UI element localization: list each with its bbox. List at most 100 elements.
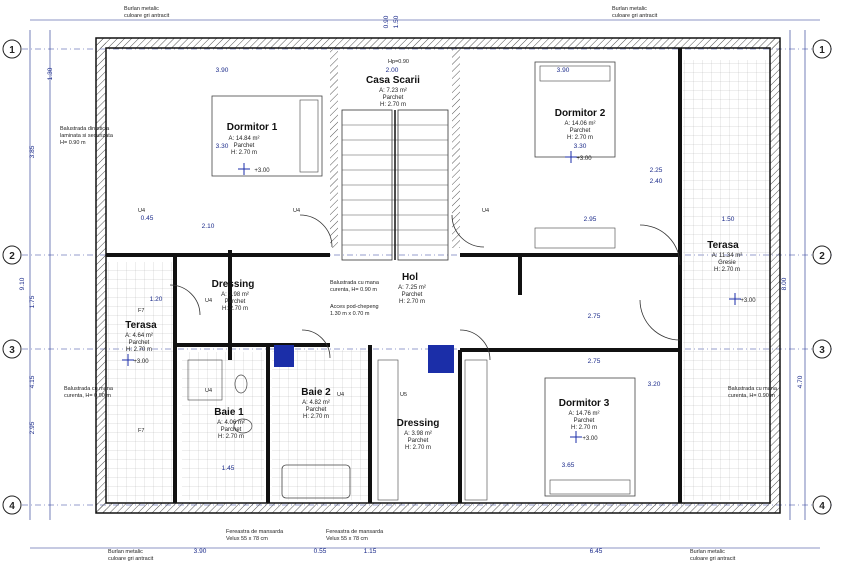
dim-bottom-055: 0.55 — [314, 548, 327, 555]
axis-bubbles-right: 1 2 3 4 — [812, 39, 832, 515]
note-f7-a: F7 — [138, 308, 144, 314]
level-marker-icon — [729, 293, 741, 305]
note-line: Acces pod-chepeng — [330, 304, 379, 310]
room-height: H: 2.70 m — [222, 306, 248, 312]
note-u5: U5 — [400, 392, 407, 398]
dim-bottom-390: 3.90 — [194, 548, 207, 555]
note-line: H= 0.90 m — [60, 140, 86, 146]
room-dormitor1: Dormitor 1 A: 14.84 m² Parchet H: 2.70 m… — [227, 122, 278, 174]
note-line: Balustrada cu mana — [728, 386, 778, 392]
room-dormitor2: Dormitor 2 A: 14.06 m² Parchet H: 2.70 m… — [555, 108, 606, 162]
room-area: A: 7.23 m² — [379, 88, 407, 94]
note-line: Balustrada din sticla — [60, 126, 110, 132]
room-baie1: Baie 1 A: 4.06 m² Parchet H: 2.70 m — [214, 407, 245, 440]
dim-045: 0.45 — [141, 215, 154, 222]
note-line: Balustrada cu mana — [330, 280, 380, 286]
note-line: Burlan metalic — [124, 6, 159, 12]
note-u4-a: U4 — [138, 208, 145, 214]
bathtub — [281, 464, 351, 499]
room-area: A: 14.84 m² — [228, 136, 259, 142]
note-line: Fereastra de mansarda — [226, 529, 284, 535]
note-line: culoare gri antracit — [108, 556, 154, 562]
room-area: A: 14.06 m² — [564, 121, 595, 127]
room-terasa-right: Terasa A: 11.34 m² Gresie H: 2.70 m +3.0… — [707, 240, 756, 304]
note-line: curenta, H= 0.90 m — [64, 393, 111, 399]
toilet-baie1 — [234, 374, 248, 394]
dim-v-120: 1.20 — [150, 296, 163, 303]
room-height: H: 2.70 m — [303, 414, 329, 420]
dim-bottom-115: 1.15 — [364, 548, 377, 555]
room-height: H: 2.70 m — [567, 135, 593, 141]
interior-walls — [106, 48, 682, 503]
wardrobe-hol — [534, 227, 616, 249]
room-name: Hol — [402, 272, 418, 283]
dimension-labels: 3.90 3.90 2.00 3.30 3.30 0.45 2.10 2.95 … — [19, 15, 804, 555]
room-casa-scarii: Casa Scarii A: 7.23 m² Parchet H: 2.70 m — [366, 75, 420, 108]
room-finish: Parchet — [306, 407, 327, 413]
note-line: Fereastra de mansarda — [326, 529, 384, 535]
room-dressing2: Dressing A: 3.98 m² Parchet H: 2.70 m — [397, 418, 440, 451]
room-level: +3.00 — [740, 298, 756, 304]
room-dressing1: Dressing A: 2.98 m² Parchet H: 2.70 m — [212, 279, 255, 312]
dim-v-225: 2.25 — [650, 167, 663, 174]
level-marker-icon — [238, 163, 250, 175]
room-area: A: 2.98 m² — [221, 292, 249, 298]
room-area: A: 4.06 m² — [217, 420, 245, 426]
tiled-floors — [104, 60, 771, 502]
hatch-door-hol — [428, 345, 454, 373]
room-level: +3.00 — [582, 436, 598, 442]
note-u4-f: U4 — [337, 392, 344, 398]
note-line: 1.30 m x 0.70 m — [330, 311, 370, 317]
dim-top-left: 3.90 — [216, 67, 229, 74]
note-line: culoare gri antracit — [690, 556, 736, 562]
room-name: Dressing — [397, 418, 440, 429]
outer-dimension-lines — [29, 19, 820, 549]
room-area: A: 7.25 m² — [398, 285, 426, 291]
note-line: laminata si securizata — [60, 133, 114, 139]
room-name: Dormitor 2 — [555, 108, 606, 119]
room-finish: Parchet — [234, 143, 255, 149]
dim-275b: 2.75 — [588, 358, 601, 365]
room-name: Baie 1 — [214, 407, 244, 418]
hatch-door-baie — [274, 345, 294, 367]
note-f7-b: F7 — [138, 428, 144, 434]
axis-bubbles-left: 1 2 3 4 — [2, 39, 22, 515]
note-line: Burlan metalic — [690, 549, 725, 555]
dim-145: 1.45 — [222, 465, 235, 472]
level-marker-icon — [570, 431, 582, 443]
room-height: H: 2.70 m — [399, 299, 425, 305]
dim-365: 3.65 — [562, 462, 575, 469]
dim-275a: 2.75 — [588, 313, 601, 320]
room-area: A: 14.76 m² — [568, 411, 599, 417]
dim-scari: 2.00 — [386, 67, 399, 74]
dim-295: 2.95 — [584, 216, 597, 223]
wardrobe-dormitor3 — [464, 359, 488, 501]
note-u4-e: U4 — [205, 388, 212, 394]
room-finish: Parchet — [408, 438, 429, 444]
room-terasa-left: Terasa A: 4.64 m² Parchet H: 2.70 m +3.0… — [125, 320, 157, 365]
dim-top-right: 3.90 — [557, 67, 570, 74]
dim-150: 1.50 — [722, 216, 735, 223]
room-name: Dormitor 1 — [227, 122, 278, 133]
room-name: Terasa — [125, 320, 157, 331]
dim-v-800: 8.00 — [781, 277, 788, 290]
room-finish: Parchet — [129, 340, 150, 346]
room-height: H: 2.70 m — [126, 347, 152, 353]
dim-v-130: 1.30 — [47, 67, 54, 80]
axis-1-left: 1 — [9, 45, 15, 56]
room-hol: Hol A: 7.25 m² Parchet H: 2.70 m — [398, 272, 426, 305]
note-hp-top: Hp=0.90 — [388, 59, 409, 65]
room-finish: Parchet — [225, 299, 246, 305]
dim-bottom-645: 6.45 — [590, 548, 603, 555]
axis-3-right: 3 — [819, 345, 825, 356]
note-u4-c: U4 — [482, 208, 489, 214]
note-line: Burlan metalic — [108, 549, 143, 555]
